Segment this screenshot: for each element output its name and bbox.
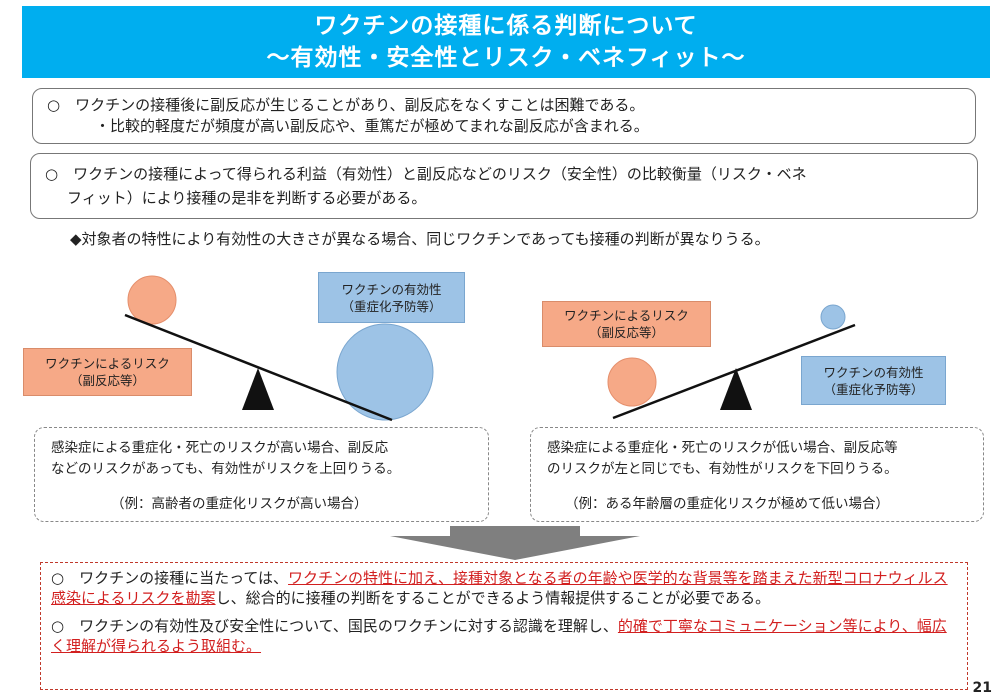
left-explanation-line2: などのリスクがあっても、有効性がリスクを上回りうる。 xyxy=(51,461,401,477)
conclusion-box: ○ ワクチンの接種に当たっては、ワクチンの特性に加え、接種対象となる者の年齢や医… xyxy=(40,562,968,690)
page-title: ワクチンの接種に係る判断について xyxy=(314,13,698,39)
conclusion-2-text-a: ○ ワクチンの有効性及び安全性について、国民のワクチンに対する認識を理解し、 xyxy=(51,617,618,635)
right-risk-label-line1: ワクチンによるリスク xyxy=(564,308,689,323)
risk-benefit-line1: ○ ワクチンの接種によって得られる利益（有効性）と副反応などのリスク（安全性）の… xyxy=(45,165,807,183)
right-risk-label: ワクチンによるリスク （副反応等） xyxy=(542,301,711,347)
left-risk-ball xyxy=(127,275,177,325)
down-arrow-icon xyxy=(390,526,640,560)
left-effect-label: ワクチンの有効性 （重症化予防等） xyxy=(318,272,465,323)
left-seesaw-beam xyxy=(124,313,393,422)
left-fulcrum xyxy=(242,368,274,410)
left-risk-label-line1: ワクチンによるリスク xyxy=(45,356,170,371)
conclusion-1-text-a: ○ ワクチンの接種に当たっては、 xyxy=(51,569,289,587)
page-subtitle: 〜有効性・安全性とリスク・ベネフィット〜 xyxy=(266,45,746,71)
right-explanation-box: 感染症による重症化・死亡のリスクが低い場合、副反応等 のリスクが左と同じでも、有… xyxy=(530,427,984,522)
left-explanation-line1: 感染症による重症化・死亡のリスクが高い場合、副反応 xyxy=(51,440,389,456)
characteristics-note: ◆対象者の特性により有効性の大きさが異なる場合、同じワクチンであっても接種の判断… xyxy=(70,230,770,248)
left-effect-label-line1: ワクチンの有効性 xyxy=(341,281,442,297)
left-example: （例：高齢者の重症化リスクが高い場合） xyxy=(111,496,368,512)
page-header: ワクチンの接種に係る判断について 〜有効性・安全性とリスク・ベネフィット〜 xyxy=(22,6,990,78)
left-risk-label-line2: （副反応等） xyxy=(69,373,145,388)
right-explanation-line2: のリスクが左と同じでも、有効性がリスクを下回りうる。 xyxy=(547,461,898,477)
risk-benefit-box: ○ ワクチンの接種によって得られる利益（有効性）と副反応などのリスク（安全性）の… xyxy=(30,153,978,219)
risk-benefit-line2: フィット）により接種の是非を判断する必要がある。 xyxy=(67,189,427,207)
right-effect-label-line2: （重症化予防等） xyxy=(823,381,924,397)
right-example: （例：ある年齢層の重症化リスクが極めて低い場合） xyxy=(565,496,889,512)
right-explanation-line1: 感染症による重症化・死亡のリスクが低い場合、副反応等 xyxy=(547,440,898,456)
conclusion-1-emphasis: ワクチンの特性に加え、接種対象となる者の年齢や医学的な背景等を踏まえた新型コロナ… xyxy=(51,569,948,607)
right-fulcrum xyxy=(720,368,752,410)
right-seesaw-beam xyxy=(612,323,856,420)
side-effect-line1: ○ ワクチンの接種後に副反応が生じることがあり、副反応をなくすことは困難である。 xyxy=(47,96,645,114)
right-effect-label: ワクチンの有効性 （重症化予防等） xyxy=(801,356,946,405)
left-seesaw-diagram xyxy=(124,275,434,422)
left-explanation-box: 感染症による重症化・死亡のリスクが高い場合、副反応 などのリスクがあっても、有効… xyxy=(34,427,489,522)
right-effect-ball xyxy=(820,304,846,330)
right-effect-label-line1: ワクチンの有効性 xyxy=(823,364,924,380)
conclusion-1-text-b: し、総合的に接種の判断をすることができるよう情報提供することが必要である。 xyxy=(215,589,771,607)
conclusion-2-emphasis: 的確で丁寧なコミュニケーション等により、幅広く理解が得られるよう取組む。 xyxy=(51,617,947,655)
left-effect-ball xyxy=(336,323,434,421)
left-effect-label-line2: （重症化予防等） xyxy=(341,298,442,314)
page-number: 21 xyxy=(972,680,992,696)
right-seesaw-diagram xyxy=(607,304,856,420)
conclusion-paragraph-1: ○ ワクチンの接種に当たっては、ワクチンの特性に加え、接種対象となる者の年齢や医… xyxy=(51,568,957,608)
side-effect-box: ○ ワクチンの接種後に副反応が生じることがあり、副反応をなくすことは困難である。… xyxy=(32,88,976,144)
left-risk-label: ワクチンによるリスク （副反応等） xyxy=(23,348,192,396)
conclusion-paragraph-2: ○ ワクチンの有効性及び安全性について、国民のワクチンに対する認識を理解し、的確… xyxy=(51,616,957,656)
side-effect-line2: ・比較的軽度だが頻度が高い副反応や、重篤だが極めてまれな副反応が含まれる。 xyxy=(95,117,649,135)
right-risk-label-line2: （副反応等） xyxy=(588,325,664,340)
right-risk-ball xyxy=(607,357,657,407)
